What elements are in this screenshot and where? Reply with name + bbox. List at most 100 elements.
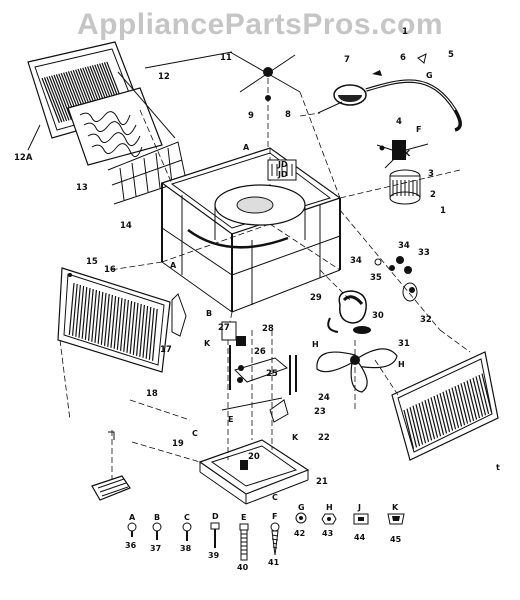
grille-slot <box>91 289 97 342</box>
letter-b: B <box>206 309 212 318</box>
grille-slot <box>412 405 424 445</box>
filter-13 <box>67 87 163 166</box>
letter-c-2: C <box>272 493 278 502</box>
grille-slot <box>126 300 133 353</box>
grille-slot <box>41 77 60 123</box>
grille-slot <box>81 286 88 339</box>
callout-18: 18 <box>146 389 158 399</box>
grille-slot <box>145 306 152 359</box>
fastener-f <box>270 522 280 556</box>
letter-k-1: K <box>404 149 411 158</box>
callout-5: 5 <box>448 50 454 60</box>
fastener-j <box>353 513 369 525</box>
rack-14 <box>107 141 187 205</box>
grille-slot <box>48 75 68 122</box>
fastener-letter-h: H <box>326 503 333 512</box>
fastener-d <box>210 522 220 548</box>
callout-16: 16 <box>104 265 116 275</box>
callout-23: 23 <box>314 407 326 417</box>
callout-13: 13 <box>76 183 88 193</box>
bracket-17 <box>171 293 187 337</box>
callout-7: 7 <box>344 55 350 65</box>
grille-slot <box>148 307 155 360</box>
grille-slot <box>142 305 149 358</box>
letter-k-2: K <box>204 339 211 348</box>
callout-12a: 12A <box>14 153 33 163</box>
grille-slot <box>113 296 120 349</box>
grille-slot <box>97 291 104 344</box>
grille-slot <box>78 285 85 338</box>
callout-20: 20 <box>248 452 260 462</box>
grille-slot <box>107 294 113 347</box>
leader-19 <box>131 441 201 463</box>
letter-g: G <box>426 71 433 80</box>
grille-slot <box>415 404 427 444</box>
fastener-num-36: 36 <box>125 541 137 550</box>
grille-slot <box>110 295 117 348</box>
fastener-letter-e: E <box>241 513 246 522</box>
callout-22: 22 <box>318 433 330 443</box>
grille-slot <box>51 75 70 121</box>
fastener-num-44: 44 <box>354 533 366 542</box>
grille-slot <box>442 391 454 431</box>
letter-a-2: A <box>243 143 250 152</box>
callout-24: 24 <box>318 393 330 403</box>
grille-slot <box>430 397 442 437</box>
fastener-num-41: 41 <box>268 558 280 567</box>
callout-1: 1 <box>440 206 446 216</box>
grille-slot <box>43 77 63 123</box>
callout-32: 32 <box>420 315 432 325</box>
callout-33: 33 <box>418 248 430 258</box>
grille-slot <box>406 408 418 448</box>
fan-motor-30 <box>327 290 371 334</box>
grille-slot <box>116 297 123 350</box>
fastener-g <box>295 512 307 524</box>
grille-slot <box>53 74 72 120</box>
blower-11 <box>229 51 301 150</box>
grille-slot <box>151 308 158 361</box>
fastener-a <box>127 522 137 537</box>
jd-2: JD <box>277 170 288 179</box>
grille-slot <box>472 377 484 417</box>
grille-slot <box>421 401 433 441</box>
fastener-b <box>152 522 162 540</box>
fastener-h <box>321 513 337 525</box>
grille-slot <box>135 303 142 356</box>
grille-slot <box>84 287 91 340</box>
callout-21: 21 <box>316 477 328 487</box>
rods-22-24 <box>221 355 297 423</box>
fastener-letter-g: G <box>298 503 305 512</box>
letter-a-1: A <box>170 261 177 270</box>
callout-34b: 34 <box>350 256 362 266</box>
grille-slot <box>46 76 65 122</box>
callout-35: 35 <box>370 273 382 283</box>
support-bracket-25 <box>221 321 288 390</box>
fastener-letter-d: D <box>212 512 219 521</box>
fastener-labels: A 36 B 37 C 38 D 39 E 40 F 41 G 42 H 43 … <box>125 503 402 572</box>
guide-lines <box>27 51 471 421</box>
callout-12: 12 <box>158 72 170 82</box>
side-grille-right <box>391 351 499 461</box>
fastener-letter-k: K <box>392 503 399 512</box>
grille-slot <box>433 395 445 435</box>
callout-14: 14 <box>120 221 132 231</box>
fastener-letter-j: J <box>357 503 361 512</box>
callout-31: 31 <box>398 339 410 349</box>
callout-4: 4 <box>396 117 402 127</box>
letter-h-1: H <box>398 360 405 369</box>
callout-labels: 1 1 2 3 4 5 6 7 8 9 11 12 12A 13 14 15 1… <box>14 27 500 502</box>
side-grille-15 <box>57 267 171 373</box>
callout-1a: 1 <box>402 27 408 37</box>
letter-e: E <box>228 415 233 424</box>
callout-2: 2 <box>430 190 436 200</box>
fastener-c <box>182 522 192 541</box>
fastener-k <box>387 513 405 525</box>
drain-tray-19 <box>91 430 131 501</box>
callout-29: 29 <box>310 293 322 303</box>
fastener-letter-f: F <box>272 512 277 521</box>
grille-slot <box>100 292 107 345</box>
callout-26: 26 <box>254 347 266 357</box>
jd-1: JD <box>277 160 288 169</box>
grille-slot <box>469 379 481 419</box>
